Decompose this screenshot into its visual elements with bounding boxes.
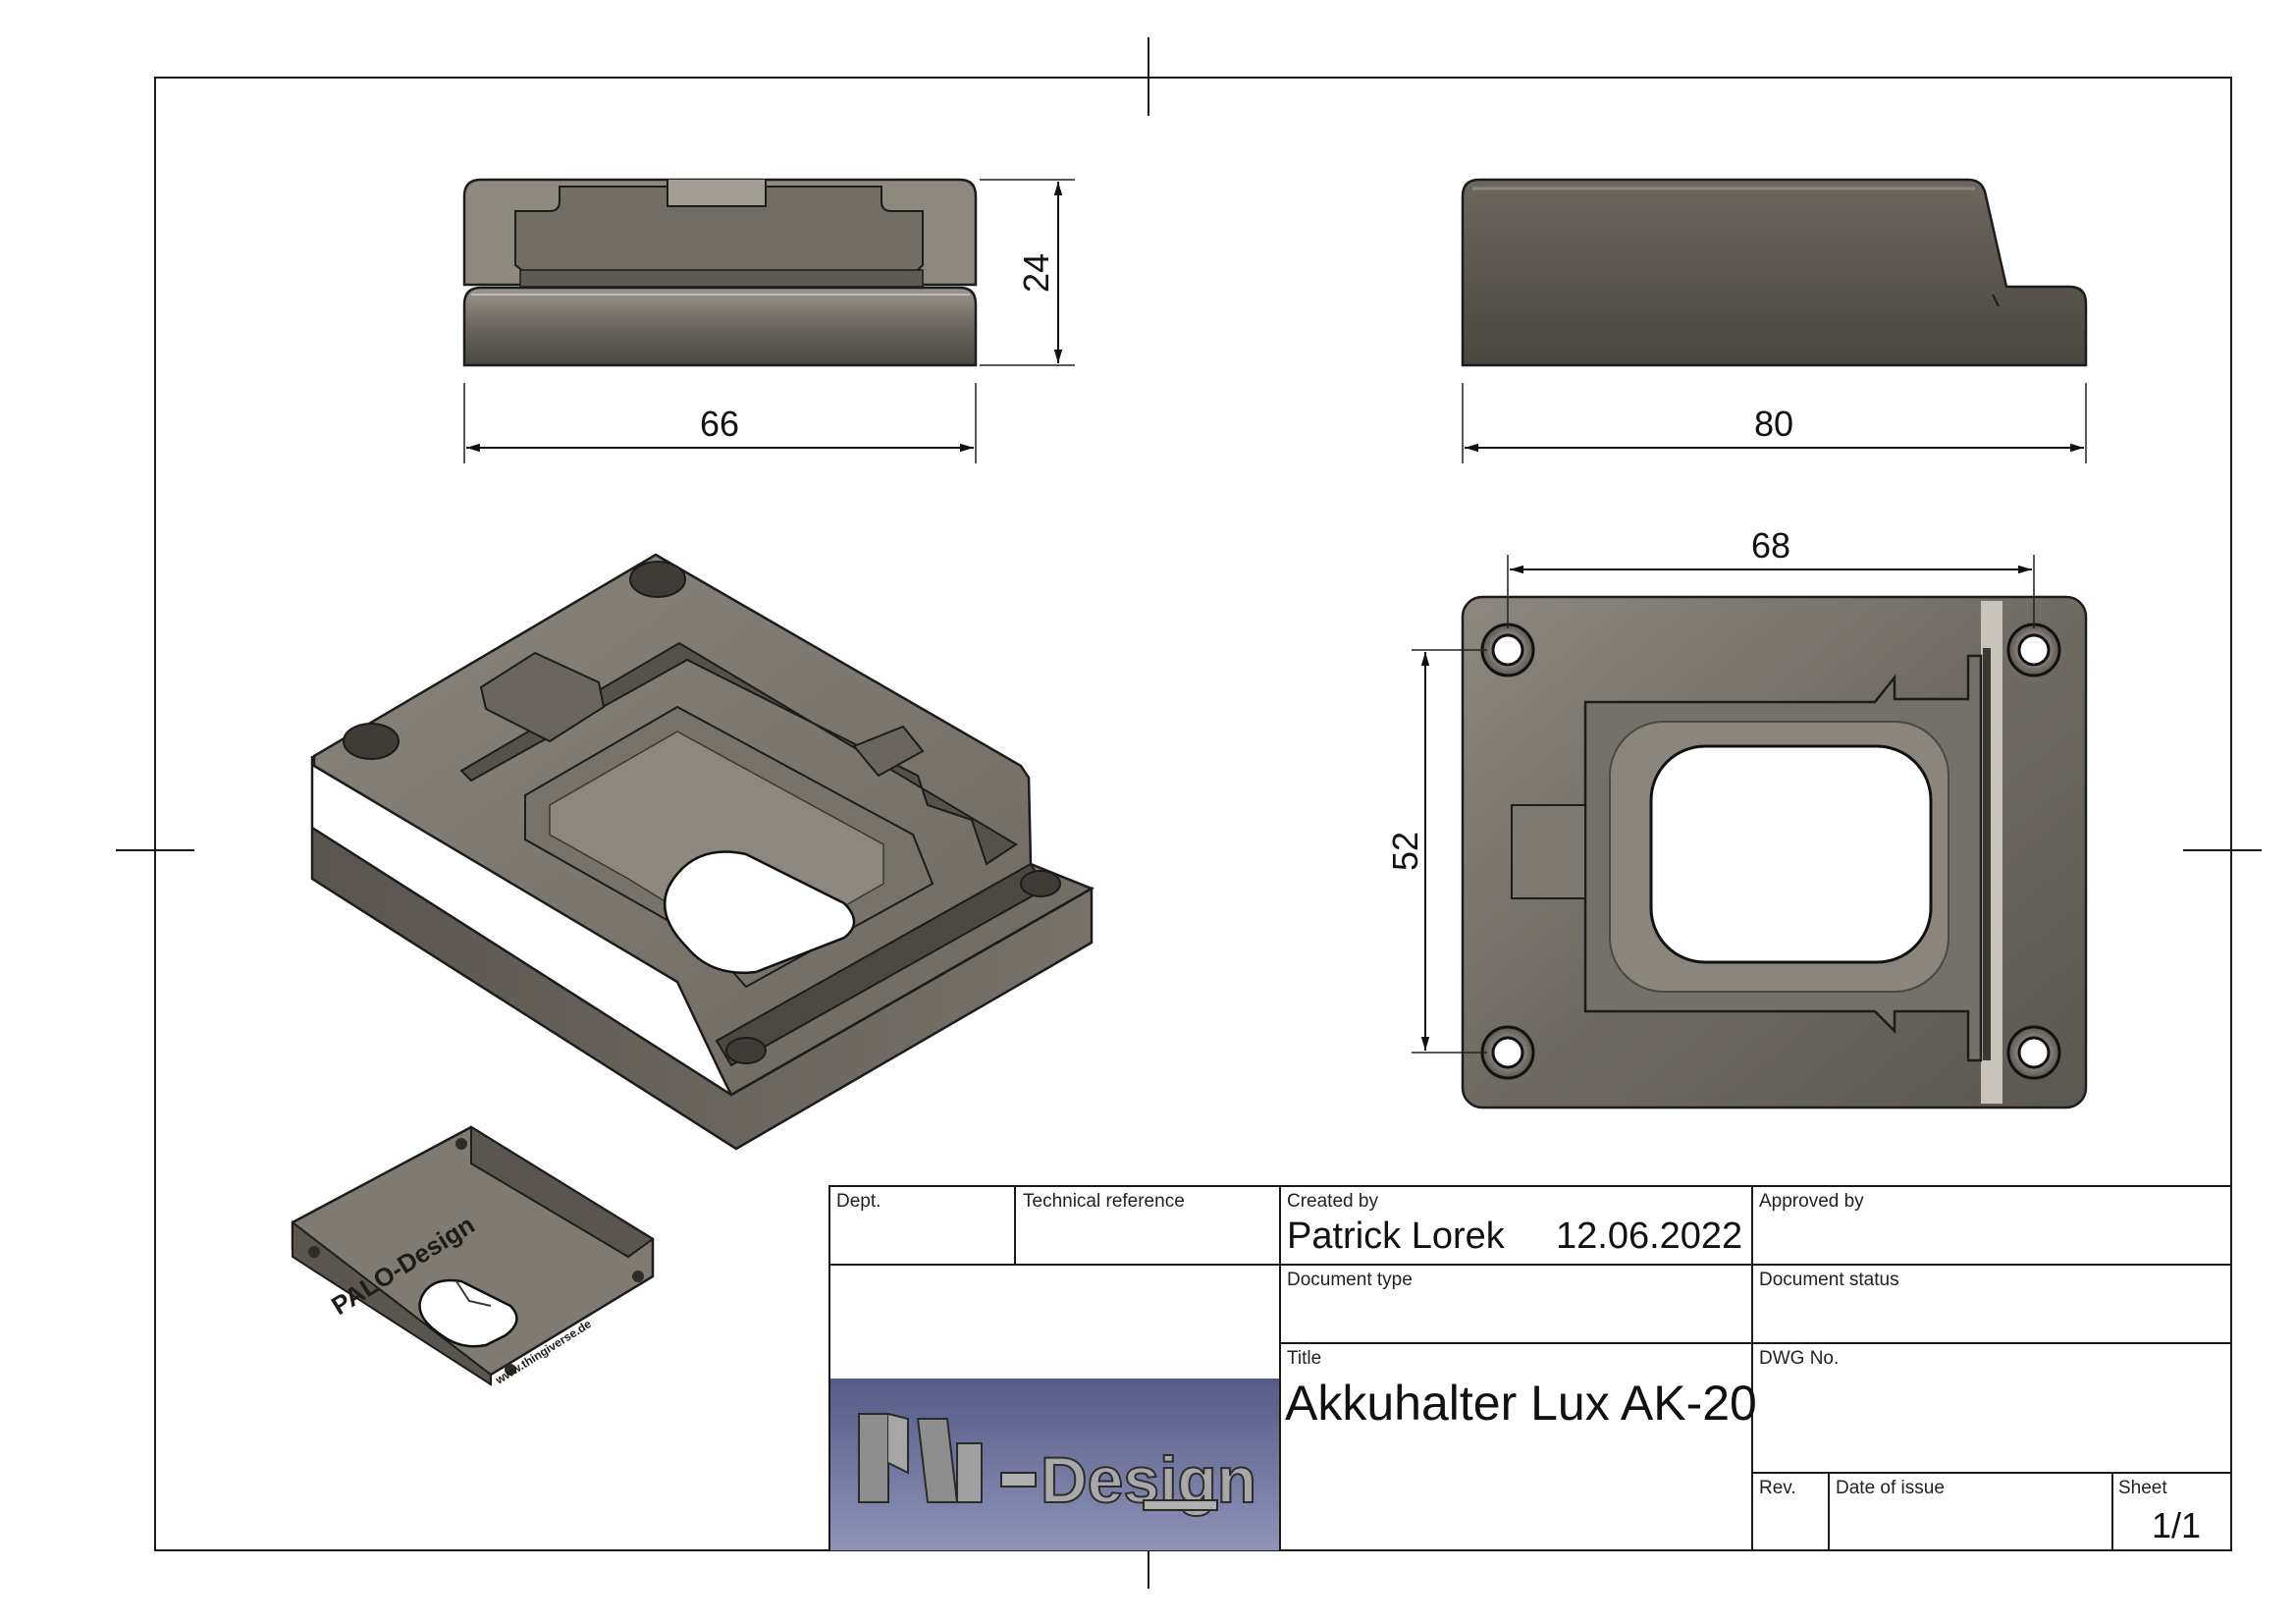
technical-reference-label: Technical reference <box>1023 1191 1185 1212</box>
sheet-label: Sheet <box>2118 1478 2167 1498</box>
rev-label: Rev. <box>1759 1478 1796 1498</box>
date-of-issue-label: Date of issue <box>1836 1478 1945 1498</box>
svg-text:Design: Design <box>1041 1443 1256 1516</box>
detail-view: PALO-Design www.thingiverse.de <box>291 1125 655 1387</box>
title-label: Title <box>1287 1348 1322 1369</box>
front-dimensions <box>463 179 1075 463</box>
title-block-grid <box>828 1185 2232 1551</box>
document-status-label: Document status <box>1759 1270 1899 1290</box>
created-by-label: Created by <box>1287 1191 1378 1212</box>
created-by-value: Patrick Lorek <box>1287 1216 1505 1257</box>
dwg-no-label: DWG No. <box>1759 1348 1840 1369</box>
document-type-label: Document type <box>1287 1270 1413 1290</box>
side-view <box>1461 178 2088 367</box>
dim-hole-spacing-x: 68 <box>1751 525 1790 566</box>
top-view <box>1461 595 2088 1109</box>
dim-side-length: 80 <box>1754 404 1793 444</box>
top-dimensions <box>1412 555 2035 1054</box>
approved-by-label: Approved by <box>1759 1191 1864 1212</box>
dim-front-width: 66 <box>700 404 739 444</box>
sheet-number: 1/1 <box>2152 1505 2202 1545</box>
isometric-view <box>310 553 1095 1151</box>
dept-label: Dept. <box>836 1191 881 1212</box>
drawing-title: Akkuhalter Lux AK-20 <box>1285 1376 1757 1431</box>
front-view <box>462 178 978 367</box>
created-date: 12.06.2022 <box>1556 1216 1743 1257</box>
dim-hole-spacing-y: 52 <box>1385 832 1425 871</box>
dim-front-height: 24 <box>1016 253 1056 293</box>
side-dimensions <box>1462 383 2087 463</box>
palo-design-logo: Design <box>830 1379 1279 1550</box>
